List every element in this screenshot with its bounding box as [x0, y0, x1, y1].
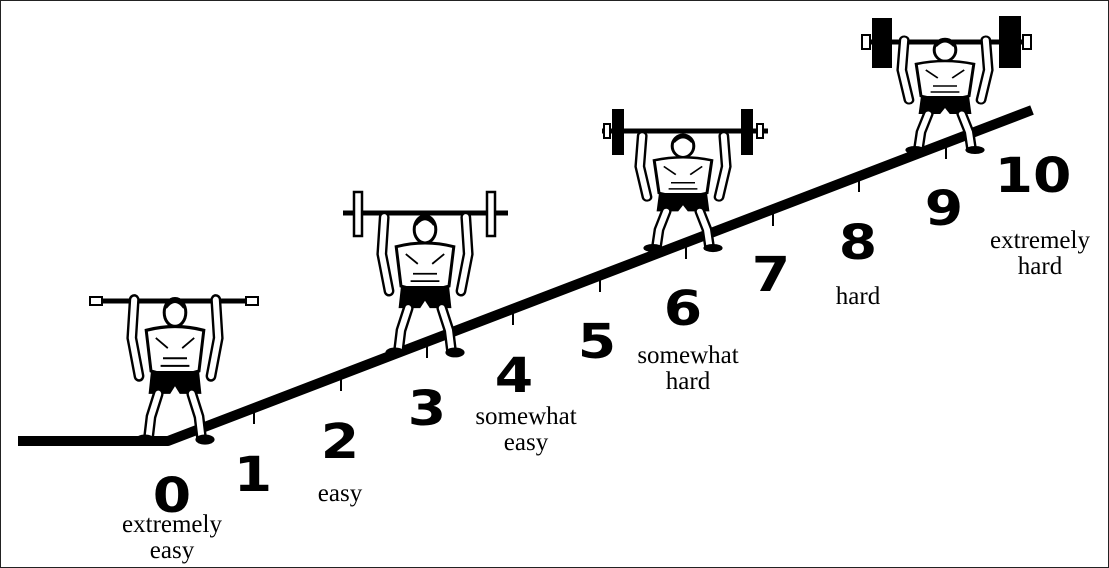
scale-number-5: 5 [577, 314, 617, 370]
weightlifter-heavy-plates-icon [861, 16, 1032, 154]
scale-number-0: 0 [152, 468, 192, 524]
scale-label-10: extremely hard [990, 227, 1090, 280]
scale-number-1: 1 [233, 447, 273, 503]
weightlifter-small-plates-icon [343, 190, 508, 357]
scale-number-6: 6 [663, 281, 703, 337]
scale-label-4: somewhat easy [475, 403, 577, 456]
scale-label-2: easy [317, 480, 363, 507]
scale-label-6: somewhat hard [637, 342, 739, 395]
weightlifter-light-bar-icon [89, 297, 259, 445]
scale-number-8: 8 [838, 215, 878, 271]
scale-tick-marks [253, 143, 947, 424]
scale-number-10: 10 [994, 148, 1072, 204]
effort-incline-line [18, 105, 1034, 446]
scale-number-9: 9 [924, 181, 964, 237]
scale-number-4: 4 [494, 348, 534, 404]
scale-label-8: hard [835, 283, 881, 310]
scale-number-2: 2 [320, 414, 360, 470]
scale-number-3: 3 [407, 381, 447, 437]
scale-number-7: 7 [751, 247, 791, 303]
weightlifter-medium-plates-icon [602, 109, 768, 252]
scale-label-0: extremely easy [122, 511, 222, 564]
